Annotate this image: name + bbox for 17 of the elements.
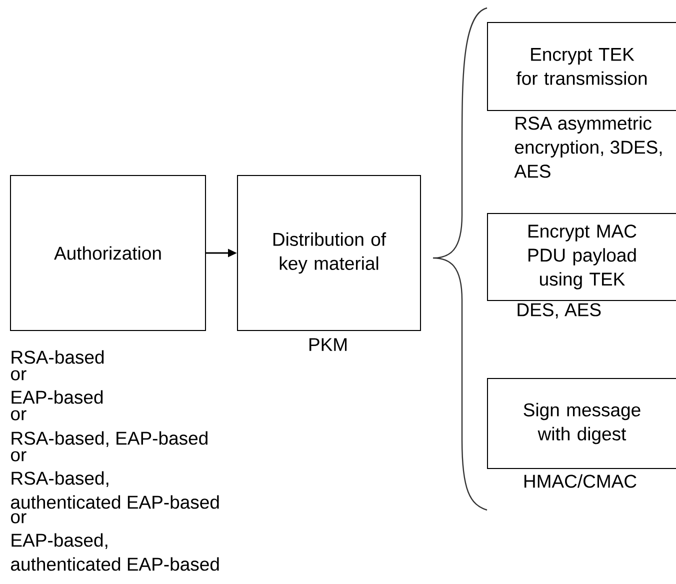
process-box: Distribution of key material	[237, 175, 421, 331]
caption-text: or	[11, 410, 26, 420]
caption-text: DES, AES	[518, 303, 601, 318]
caption-text: HMAC/CMAC	[524, 474, 636, 488]
process-box: Sign message with digest	[487, 378, 676, 469]
caption-text: or	[11, 451, 26, 462]
process-box: Encrypt TEK for transmission	[487, 22, 676, 111]
process-box: Encrypt MAC PDU payload using TEK	[487, 213, 676, 301]
caption-text: EAP-based, authenticated EAP-based	[11, 533, 219, 571]
process-box: Authorization	[10, 175, 206, 331]
caption-text: RSA-based, EAP-based	[12, 431, 208, 447]
caption-text: PKM	[309, 338, 347, 351]
caption-text: or	[11, 370, 26, 380]
caption-text: RSA asymmetric encryption, 3DES, AES	[514, 116, 662, 178]
caption-text: or	[11, 513, 26, 524]
caption-text: EAP-based	[12, 390, 103, 404]
caption-text: RSA-based	[12, 350, 104, 364]
